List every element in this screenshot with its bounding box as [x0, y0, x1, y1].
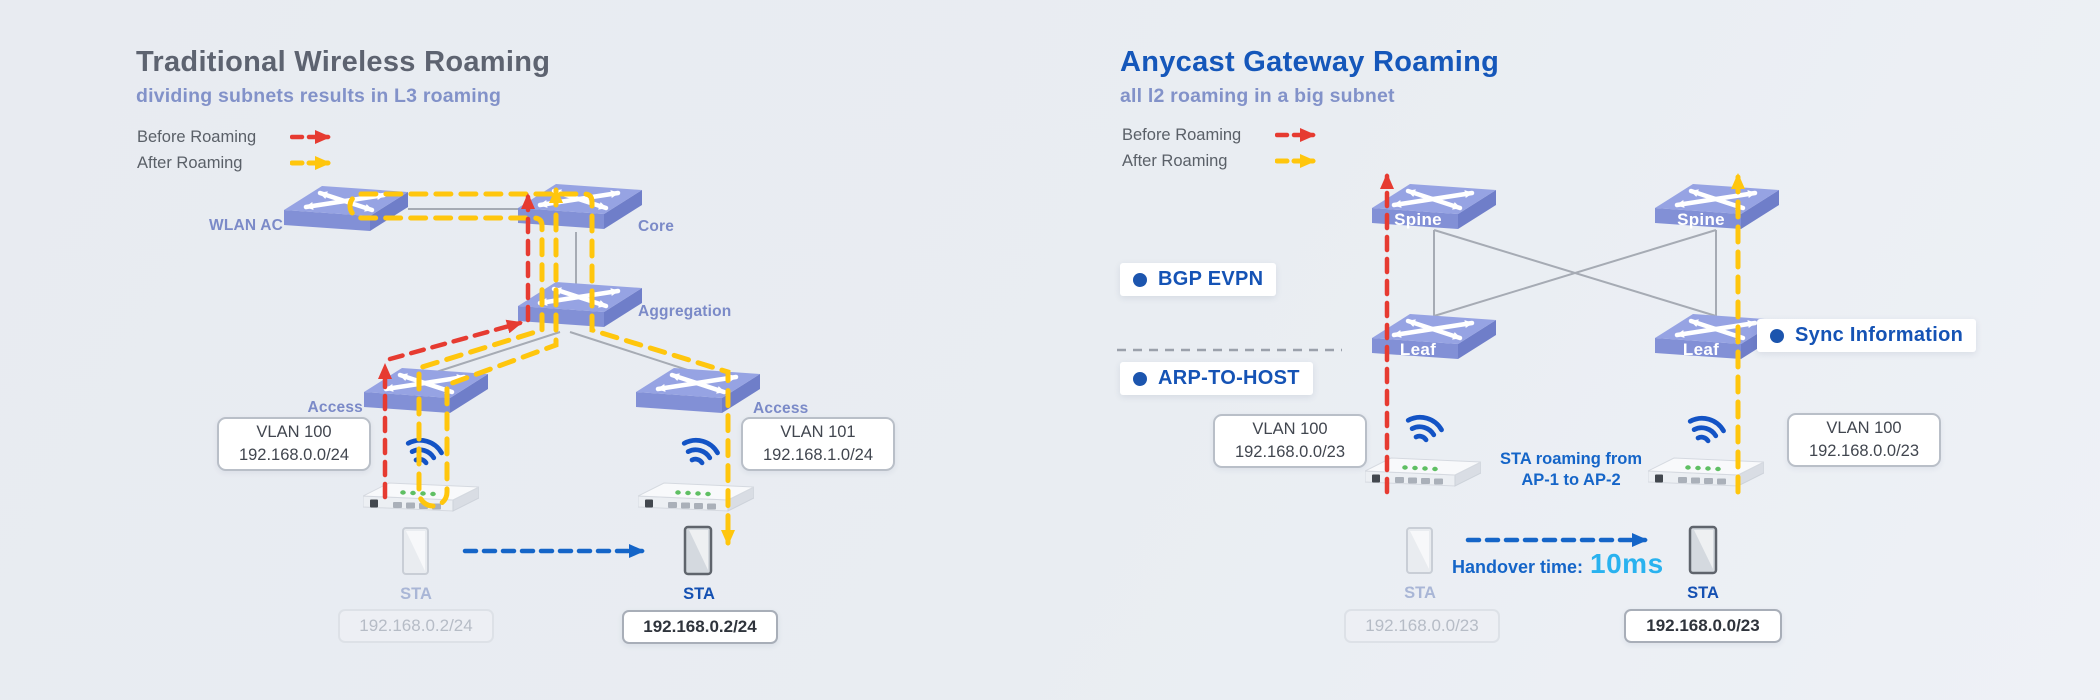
sta-before-ip-left: 192.168.0.2/24 — [338, 609, 494, 643]
vlan-box-right-1: VLAN 100 192.168.0.0/23 — [1213, 414, 1367, 468]
wifi-icon — [404, 436, 443, 466]
arp-to-host-label: ARP-TO-HOST — [1158, 367, 1300, 389]
sta-before-label-right: STA — [1404, 584, 1436, 602]
left-title: Traditional Wireless Roaming — [136, 46, 551, 78]
handover-label: Handover time: — [1452, 557, 1584, 577]
aggregation-label: Aggregation — [638, 303, 732, 320]
spine-right-label: Spine — [1677, 210, 1725, 229]
bgp-evpn-label: BGP EVPN — [1158, 268, 1264, 290]
sta-after-label-left: STA — [683, 585, 715, 603]
legend-before-row: Before Roaming — [1122, 122, 1331, 148]
wlan-ac-label: WLAN AC — [208, 217, 283, 234]
wifi-icon — [680, 436, 719, 466]
sta-before-ip-right: 192.168.0.0/23 — [1344, 609, 1500, 643]
sta-before-label-left: STA — [400, 585, 432, 603]
access-switch-right-icon — [636, 368, 760, 413]
sta-roaming-note: STA roaming from AP-1 to AP-2 — [1480, 449, 1662, 491]
legend-before-label: Before Roaming — [1122, 125, 1242, 144]
before-roaming-arrow-icon — [1275, 128, 1316, 142]
vlan-name: VLAN 100 — [1826, 419, 1902, 437]
leaf-left-label: Leaf — [1399, 340, 1437, 359]
sta-after-label-right: STA — [1687, 584, 1719, 602]
leaf-right-label: Leaf — [1682, 340, 1720, 359]
vlan-subnet: 192.168.0.0/23 — [1234, 443, 1346, 461]
legend-after-row: After Roaming — [137, 150, 346, 176]
core-label: Core — [638, 218, 675, 235]
access-left-label: Access — [307, 399, 363, 416]
bullet-dot-icon — [1770, 328, 1784, 343]
right-subtitle: all l2 roaming in a big subnet — [1120, 85, 1395, 107]
bullet-dot-icon — [1133, 272, 1147, 287]
before-roaming-path-left — [378, 193, 535, 500]
after-roaming-arrow-icon — [290, 156, 331, 170]
aggregation-switch-icon — [518, 282, 642, 327]
left-legend: Before Roaming After Roaming — [137, 124, 346, 176]
sta-phone-before-right — [1406, 527, 1433, 574]
sync-information-callout: Sync Information — [1757, 319, 1977, 352]
vlan-name: VLAN 100 — [1252, 420, 1328, 438]
legend-after-label: After Roaming — [1122, 151, 1228, 170]
legend-before-label: Before Roaming — [137, 127, 257, 146]
vlan-box-left-100: VLAN 100 192.168.0.0/24 — [217, 417, 371, 471]
ap2-left-icon — [638, 482, 754, 512]
roaming-note-line2: AP-1 to AP-2 — [1521, 471, 1621, 489]
right-title: Anycast Gateway Roaming — [1120, 46, 1500, 78]
sta-after-ip-right: 192.168.0.0/23 — [1624, 609, 1782, 643]
handover-time: Handover time: 10ms — [1452, 548, 1664, 580]
vlan-subnet: 192.168.1.0/24 — [762, 446, 874, 464]
bgp-evpn-callout: BGP EVPN — [1120, 263, 1277, 296]
wifi-icon — [1404, 413, 1443, 443]
vlan-name: VLAN 100 — [256, 423, 332, 441]
bullet-dot-icon — [1133, 371, 1147, 386]
sta-phone-after-right — [1688, 525, 1718, 575]
vlan-subnet: 192.168.0.0/24 — [238, 446, 350, 464]
spine-left-label: Spine — [1394, 210, 1442, 229]
right-topology-links — [1433, 229, 1717, 317]
access-switch-left-icon — [364, 368, 488, 413]
sync-information-label: Sync Information — [1795, 324, 1964, 346]
ap1-right-icon — [1365, 457, 1481, 487]
before-roaming-arrow-icon — [290, 130, 331, 144]
legend-before-row: Before Roaming — [137, 124, 346, 150]
wifi-icon — [1686, 414, 1725, 444]
after-roaming-arrow-icon — [1275, 154, 1316, 168]
arp-to-host-callout: ARP-TO-HOST — [1120, 362, 1313, 395]
legend-after-label: After Roaming — [137, 153, 243, 172]
roaming-note-line1: STA roaming from — [1499, 450, 1643, 468]
sta-phone-after-left — [683, 525, 713, 576]
ap2-right-icon — [1648, 457, 1764, 487]
vlan-box-right-2: VLAN 100 192.168.0.0/23 — [1787, 413, 1941, 467]
left-subtitle: dividing subnets results in L3 roaming — [136, 85, 502, 107]
handover-value: 10ms — [1590, 548, 1664, 579]
vlan-name: VLAN 101 — [780, 423, 856, 441]
right-legend: Before Roaming After Roaming — [1122, 122, 1331, 174]
sta-after-ip-left: 192.168.0.2/24 — [622, 610, 778, 644]
legend-after-row: After Roaming — [1122, 148, 1331, 174]
sta-phone-before-left — [402, 527, 429, 575]
access-right-label: Access — [753, 400, 809, 417]
vlan-subnet: 192.168.0.0/23 — [1808, 442, 1920, 460]
after-roaming-path-left — [347, 187, 735, 546]
core-switch-icon — [518, 184, 642, 229]
vlan-box-left-101: VLAN 101 192.168.1.0/24 — [741, 417, 895, 471]
